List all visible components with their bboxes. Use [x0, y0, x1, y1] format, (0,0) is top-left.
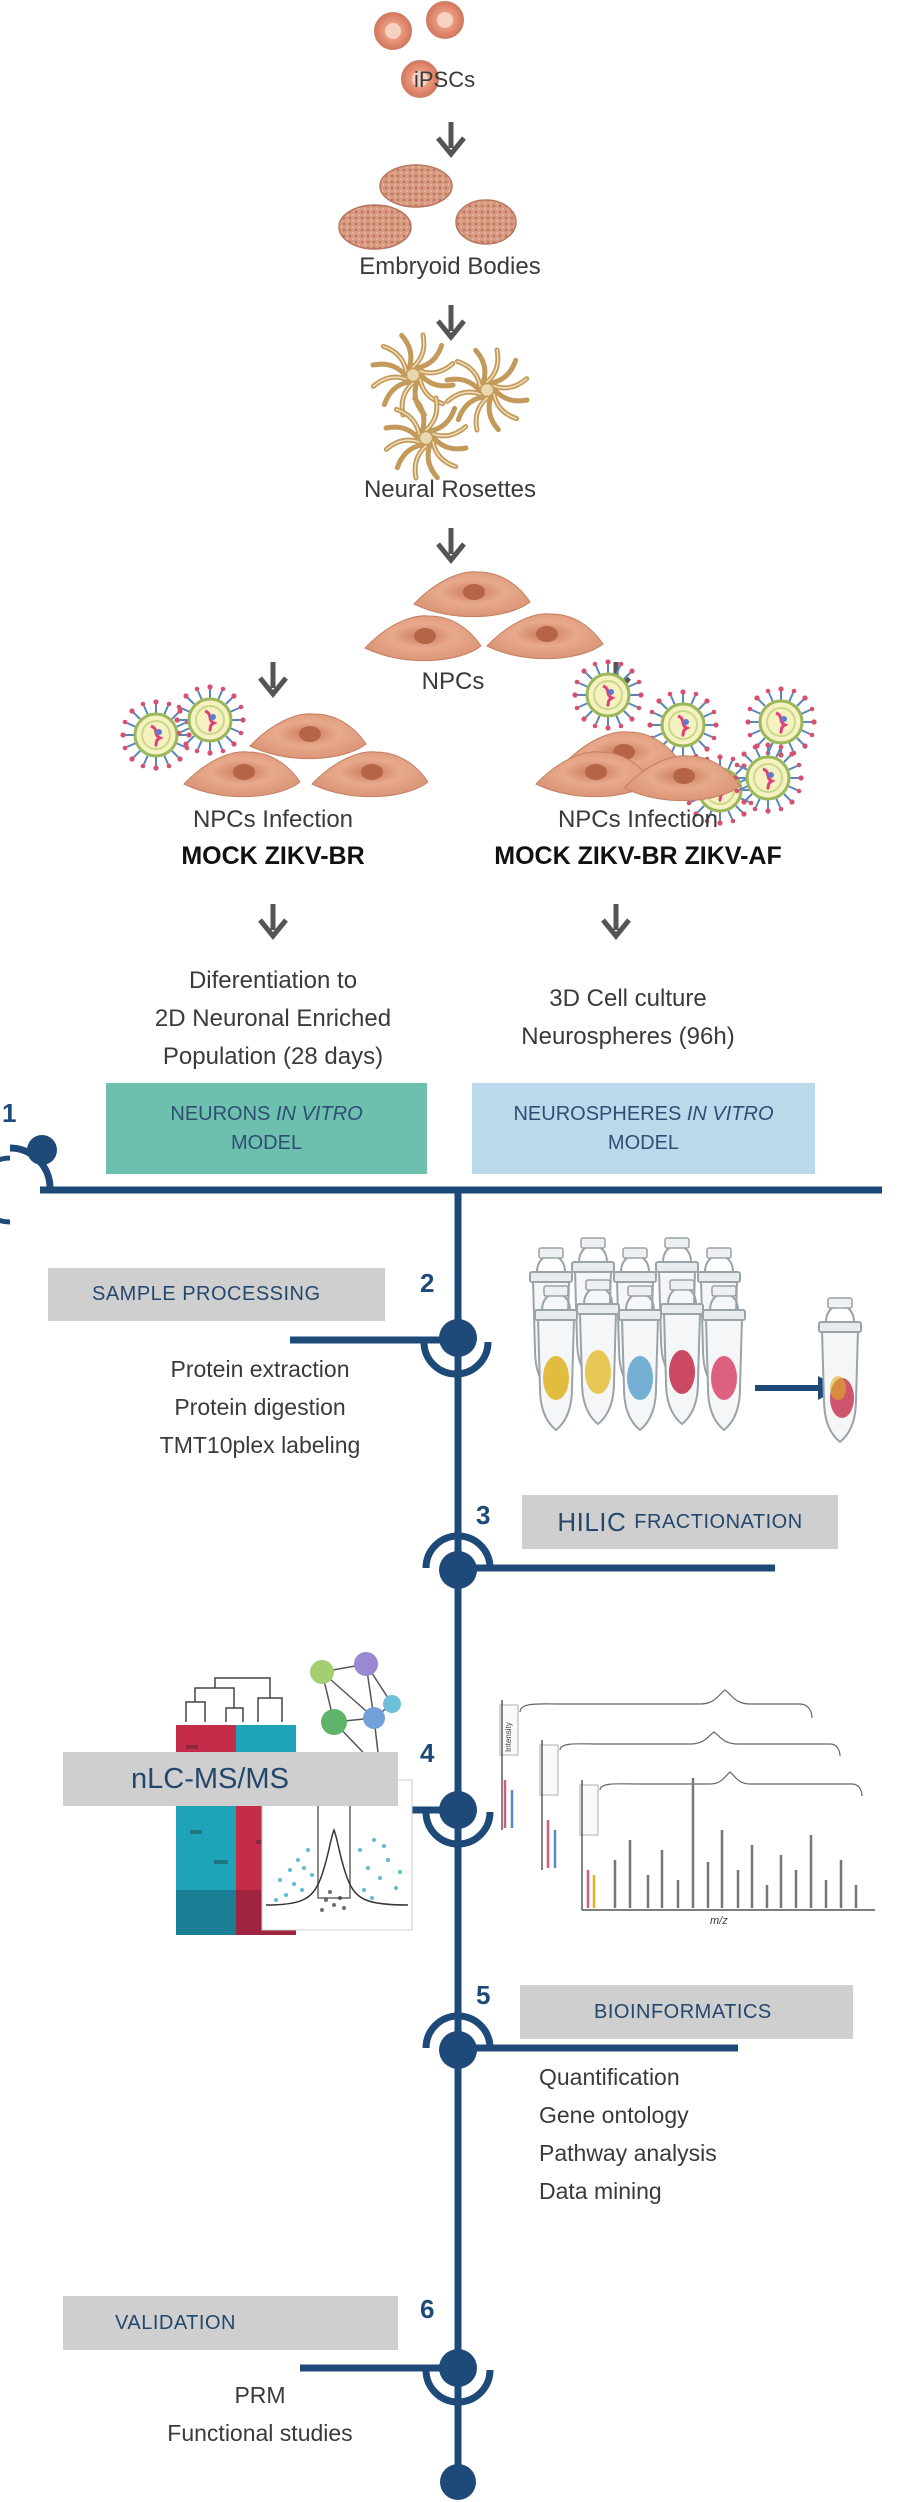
- step-number-5: 5: [476, 1980, 491, 2010]
- step-number-6: 6: [420, 2294, 435, 2324]
- spectrum-x-axis-label: m/z: [710, 1915, 728, 1927]
- arrow-down-icon: [438, 122, 464, 154]
- ipscs-label: iPSCs: [414, 67, 476, 92]
- right-infection-image: [535, 657, 819, 828]
- arrow-down-icon: [438, 528, 464, 560]
- npc-cells: [364, 571, 604, 662]
- step-number-4: 4: [420, 1738, 435, 1768]
- embryoid-bodies-label: Embryoid Bodies: [359, 253, 541, 280]
- arrow-down-icon: [603, 904, 629, 936]
- pipeline: [0, 1144, 882, 2484]
- ipsc-cells: [374, 1, 464, 98]
- validation-box: VALIDATION: [63, 2296, 398, 2350]
- left-infection-image: [118, 682, 429, 798]
- arrow-down-icon: [260, 904, 286, 936]
- neural-rosettes-image: [373, 335, 527, 478]
- ms-spectra-image: [499, 1689, 875, 1911]
- step-number-3: 3: [476, 1500, 491, 1530]
- right-process-label: 3D Cell culture Neurospheres (96h): [521, 985, 735, 1050]
- step-number-2: 2: [420, 1268, 435, 1298]
- bioinformatics-box: BIOINFORMATICS: [520, 1985, 853, 2039]
- right-conditions-label: MOCK ZIKV-BR ZIKV-AF: [494, 842, 782, 870]
- validation-list: PRM Functional studies: [167, 2382, 353, 2446]
- left-conditions-label: MOCK ZIKV-BR: [181, 842, 365, 870]
- neural-rosettes-label: Neural Rosettes: [363, 476, 537, 503]
- step-number-1: 1: [2, 1098, 17, 1128]
- sample-processing-list: Protein extraction Protein digestion TMT…: [159, 1356, 361, 1458]
- bioinformatics-list: Quantification Gene ontology Pathway ana…: [539, 2064, 717, 2204]
- npcs-label: NPCs: [421, 668, 485, 695]
- left-process-label: Diferentiation to 2D Neuronal Enriched P…: [154, 967, 392, 1070]
- embryoid-bodies-image: [338, 164, 517, 250]
- arrow-down-icon: [260, 662, 286, 694]
- nlc-msms-box: nLC-MS/MS: [63, 1752, 398, 1806]
- neurospheres-model-box-bg: [472, 1083, 815, 1174]
- sample-processing-box: SAMPLE PROCESSING: [48, 1268, 385, 1321]
- pipeline-nodes: [27, 1135, 477, 2500]
- right-infection-label: NPCs Infection: [557, 806, 719, 833]
- sample-tubes-image: [529, 1237, 862, 1443]
- arrow-down-icon: [438, 305, 464, 337]
- spectrum-y-axis-label: Intensity: [504, 1722, 513, 1752]
- neurons-model-box-bg: [106, 1083, 427, 1174]
- left-infection-label: NPCs Infection: [192, 806, 354, 833]
